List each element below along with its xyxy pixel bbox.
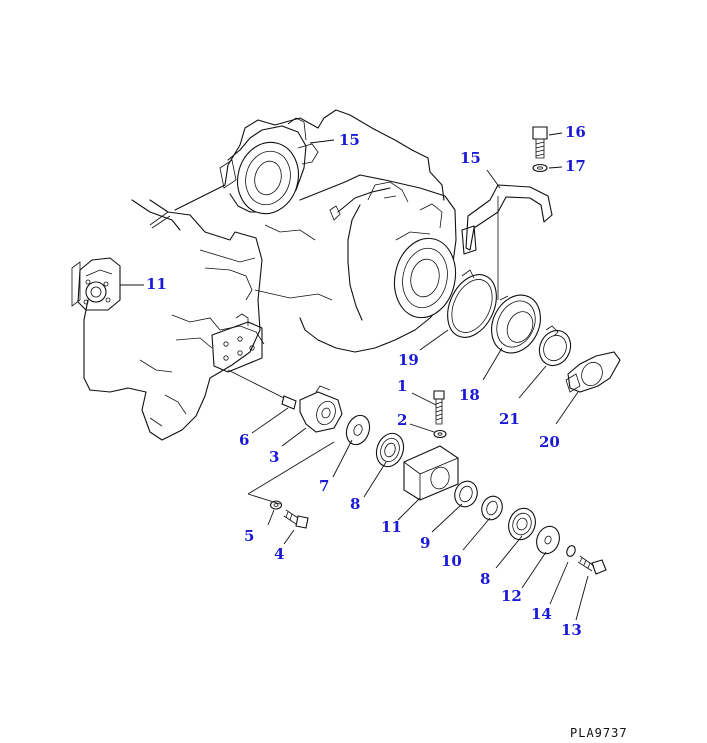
callout-13: 13 — [561, 621, 582, 639]
leader-lines — [120, 132, 589, 621]
callout-12: 12 — [501, 587, 522, 605]
bolt-13 — [577, 555, 607, 575]
callout-labels: 15 16 15 17 11 19 18 1 2 21 20 6 3 7 8 1… — [146, 123, 586, 639]
bushing-10 — [481, 495, 503, 521]
callout-21: 21 — [499, 410, 520, 428]
callout-8-b: 8 — [480, 570, 490, 588]
bolt-1 — [433, 390, 445, 425]
bearing-8-a — [375, 432, 405, 468]
ring-9 — [454, 480, 478, 508]
callout-16: 16 — [565, 123, 586, 141]
callout-11-block: 11 — [381, 518, 402, 536]
callout-17: 17 — [565, 157, 586, 175]
washer-14 — [566, 545, 576, 557]
yoke-3 — [299, 385, 343, 433]
callout-4: 4 — [274, 545, 284, 563]
snap-ring-19 — [447, 269, 497, 338]
callout-15-bracket: 15 — [460, 149, 481, 167]
bearing-8-b — [508, 507, 536, 541]
bolt-16 — [532, 126, 548, 159]
callout-11-left: 11 — [146, 275, 167, 293]
washer-12 — [536, 525, 560, 555]
callout-15-top: 15 — [339, 131, 360, 149]
bearing-block-11 — [403, 445, 459, 501]
callout-9: 9 — [420, 534, 430, 552]
washer-5 — [269, 500, 283, 510]
callout-7: 7 — [319, 477, 329, 495]
callout-3: 3 — [269, 448, 279, 466]
bolt-4 — [283, 509, 309, 529]
callout-5: 5 — [244, 527, 254, 545]
drawing-code: PLA9737 — [570, 726, 628, 740]
seal-18 — [491, 294, 541, 354]
callout-2: 2 — [397, 411, 407, 429]
pin-6 — [227, 369, 297, 410]
callout-19: 19 — [398, 351, 419, 369]
cover-20 — [565, 351, 621, 393]
callout-1: 1 — [397, 377, 407, 395]
washer-17 — [532, 163, 548, 173]
front-bearing-housing — [393, 231, 457, 319]
top-bearing-cover — [219, 117, 319, 215]
callout-18: 18 — [459, 386, 480, 404]
bracket-15 — [461, 184, 553, 300]
clamp-21 — [538, 325, 572, 367]
callout-8-a: 8 — [350, 495, 360, 513]
washer-2 — [433, 429, 447, 439]
callout-6: 6 — [239, 431, 249, 449]
callout-10: 10 — [441, 552, 462, 570]
washer-7 — [345, 414, 371, 446]
callout-20: 20 — [539, 433, 560, 451]
callout-14: 14 — [531, 605, 552, 623]
